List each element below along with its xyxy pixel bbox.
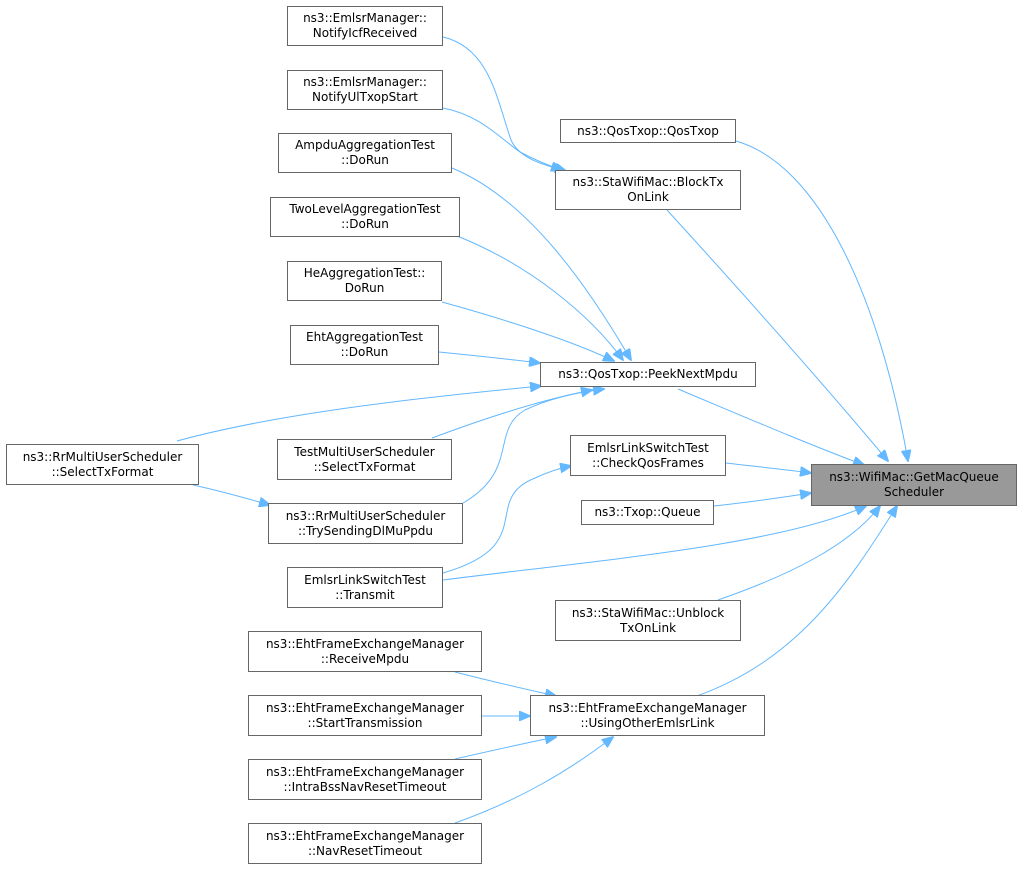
node-label-line1: ns3::RrMultiUserScheduler [22, 449, 183, 464]
node-qostxop-peeknextmpdu[interactable]: ns3::QosTxop::PeekNextMpdu [540, 362, 756, 387]
edge-unblock-to-focus [717, 506, 880, 601]
edge-txopqueue-to-focus [713, 493, 811, 507]
node-label-line1: ns3::Txop::Queue [594, 505, 701, 519]
edge-blocktx-to-focus [666, 209, 888, 461]
node-label-line1: ns3::StaWifiMac::Unblock [571, 605, 725, 620]
edge-checkqos-to-focus [725, 462, 811, 473]
node-label-line1: ns3::EhtFrameExchangeManager [265, 700, 465, 715]
node-label-line2: ::UsingOtherEmlsrLink [580, 715, 715, 730]
node-twolevelaggregationtest-dorun[interactable]: TwoLevelAggregationTest ::DoRun [270, 197, 460, 237]
node-label-line2: DoRun [344, 281, 385, 295]
node-label-line2: ::SelectTxFormat [313, 459, 416, 474]
edge-qostxop-to-focus [735, 140, 908, 461]
edge-notify-ul-to-blocktx [442, 107, 562, 170]
node-label-line2: OnLink [627, 190, 669, 204]
edge-ampdu-to-peek [451, 167, 631, 360]
node-ehtframeexchangemanager-intrabssnavresettimeout[interactable]: ns3::EhtFrameExchangeManager ::IntraBssN… [248, 759, 482, 800]
node-label-line2: NotifyUlTxopStart [312, 90, 418, 104]
edge-peek-to-focus [677, 388, 864, 465]
node-label-line2: ::Transmit [335, 587, 395, 602]
node-label-line2: ::NavResetTimeout [307, 843, 423, 858]
edge-rrselect-to-peek [176, 386, 541, 442]
node-label-line2: Scheduler [883, 485, 945, 499]
node-label-line2: ::ReceiveMpdu [320, 651, 410, 666]
node-label-line1: ns3::EhtFrameExchangeManager [265, 828, 465, 843]
node-stawifimac-blocktxonlink[interactable]: ns3::StaWifiMac::BlockTx OnLink [555, 170, 741, 210]
node-ehtframeexchangemanager-usingotheremlsrlink[interactable]: ns3::EhtFrameExchangeManager ::UsingOthe… [530, 695, 765, 736]
edge-usingother-to-focus [693, 506, 897, 698]
node-label-line2: ::SelectTxFormat [51, 464, 154, 479]
node-label-line1: EhtAggregationTest [306, 330, 423, 344]
node-label-line1: TestMultiUserScheduler [294, 444, 435, 459]
node-label-line1: TwoLevelAggregationTest [289, 202, 441, 216]
node-label-line1: ns3::EmlsrManager:: [303, 75, 427, 89]
node-label-line1: ns3::StaWifiMac::BlockTx [572, 175, 724, 189]
node-qostxop-qostxop[interactable]: ns3::QosTxop::QosTxop [560, 119, 736, 143]
node-emlsrmanager-notifyicfreceived[interactable]: ns3::EmlsrManager:: NotifyIcfReceived [287, 6, 443, 46]
node-label-line2: ::DoRun [340, 345, 389, 359]
edge-intrabss-to-usingother [454, 737, 556, 760]
node-label-line1: ns3::QosTxop::QosTxop [577, 123, 719, 138]
edge-rrtry-to-peek [462, 389, 604, 504]
node-ehtframeexchangemanager-starttransmission[interactable]: ns3::EhtFrameExchangeManager ::StartTran… [248, 695, 482, 736]
node-label-line2: ::DoRun [341, 153, 389, 167]
node-label-line2: NotifyIcfReceived [312, 26, 418, 40]
node-emlsrlinkswitchtest-checkqosframes[interactable]: EmlsrLinkSwitchTest ::CheckQosFrames [570, 435, 726, 476]
edge-navreset-to-usingother [454, 737, 613, 824]
node-label-line2: ::StartTransmission [307, 715, 423, 730]
node-label-line1: EmlsrLinkSwitchTest [587, 440, 709, 455]
node-label-line1: ns3::RrMultiUserScheduler [285, 508, 446, 523]
node-label-line1: ns3::QosTxop::PeekNextMpdu [558, 367, 738, 381]
node-wifimac-getmacqueue-scheduler: ns3::WifiMac::GetMacQueue Scheduler [811, 464, 1017, 506]
node-rrmultiuserscheduler-trysendingdlmuppdu[interactable]: ns3::RrMultiUserScheduler ::TrySendingDl… [268, 503, 463, 544]
edge-emlsrtransmit-to-focus [442, 506, 866, 581]
node-label-line1: AmpduAggregationTest [295, 138, 435, 152]
edge-emlsrtransmit-to-checkqos [442, 466, 571, 574]
edge-receive-to-usingother [454, 671, 556, 696]
node-rrmultiuserscheduler-selecttxformat[interactable]: ns3::RrMultiUserScheduler ::SelectTxForm… [6, 444, 199, 485]
node-ehtframeexchangemanager-navresettimeout[interactable]: ns3::EhtFrameExchangeManager ::NavResetT… [248, 823, 482, 864]
node-label-line1: ns3::EhtFrameExchangeManager [265, 636, 465, 651]
node-label-line1: HeAggregationTest:: [303, 266, 426, 280]
node-emlsrmanager-notifyultxopstart[interactable]: ns3::EmlsrManager:: NotifyUlTxopStart [287, 70, 443, 110]
node-label-line2: ::CheckQosFrames [592, 455, 704, 470]
node-ehtaggregationtest-dorun[interactable]: EhtAggregationTest ::DoRun [290, 325, 439, 365]
edge-notify-icf-to-blocktx [442, 36, 566, 171]
node-label-line2: ::IntraBssNavResetTimeout [283, 779, 447, 794]
node-label-line2: TxOnLink [619, 620, 677, 635]
node-label-line1: EmlsrLinkSwitchTest [304, 572, 426, 587]
edge-ehtagg-to-peek [438, 351, 540, 363]
edge-he-to-peek [441, 301, 614, 361]
edge-testselect-to-peek [431, 390, 592, 439]
node-stawifimac-unblocktxonlink[interactable]: ns3::StaWifiMac::Unblock TxOnLink [555, 600, 741, 641]
node-ehtframeexchangemanager-receivempdu[interactable]: ns3::EhtFrameExchangeManager ::ReceiveMp… [248, 631, 482, 672]
node-ampduaggregationtest-dorun[interactable]: AmpduAggregationTest ::DoRun [278, 133, 452, 173]
node-label-line1: ns3::EmlsrManager:: [303, 11, 427, 25]
edge-rrselect-to-rrtry [192, 484, 270, 505]
node-label-line1: ns3::WifiMac::GetMacQueue [829, 470, 999, 484]
node-heaggregationtest-dorun[interactable]: HeAggregationTest:: DoRun [287, 261, 442, 301]
node-emlsrlinkswitchtest-transmit[interactable]: EmlsrLinkSwitchTest ::Transmit [287, 567, 443, 608]
node-label-line2: ::DoRun [341, 217, 389, 231]
node-testmultiuserscheduler-selecttxformat[interactable]: TestMultiUserScheduler ::SelectTxFormat [277, 439, 452, 480]
node-label-line2: ::TrySendingDlMuPpdu [297, 523, 434, 538]
node-label-line1: ns3::EhtFrameExchangeManager [548, 700, 747, 715]
node-txop-queue[interactable]: ns3::Txop::Queue [581, 500, 714, 525]
edge-twolevel-to-peek [456, 235, 623, 360]
node-label-line1: ns3::EhtFrameExchangeManager [265, 764, 465, 779]
